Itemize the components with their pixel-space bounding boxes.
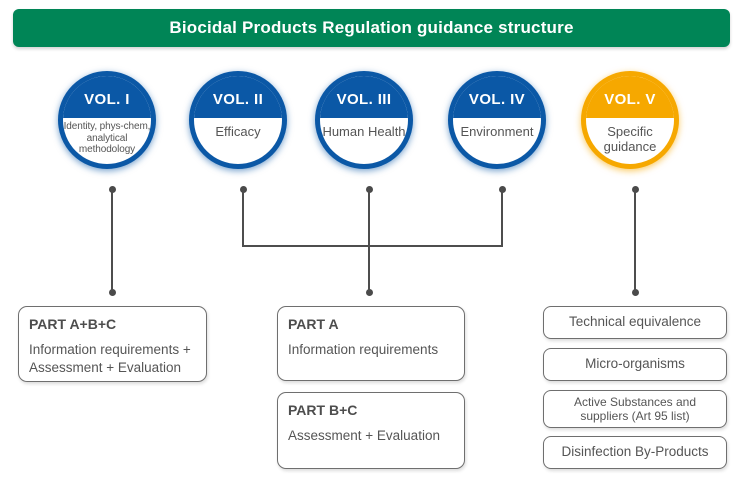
volume-label: VOL. I [84, 90, 130, 108]
connector-line-vol3 [368, 189, 370, 291]
volume-circle-top: VOL. I [63, 76, 151, 119]
part-bc-title: PART B+C [288, 402, 358, 418]
guidance-box-label: Micro-organisms [585, 356, 685, 372]
header-banner: Biocidal Products Regulation guidance st… [13, 9, 730, 47]
connector-line-vol4 [501, 189, 503, 247]
volume-sublabel: Identity, phys-chem, analytical methodol… [63, 121, 151, 156]
part-abc-title: PART A+B+C [29, 316, 117, 332]
volume-circle-vol-5: VOL. V Specific guidance [581, 71, 679, 169]
volume-label: VOL. V [604, 90, 656, 108]
part-abc-body: Information requirements + Assessment + … [29, 342, 191, 375]
volume-circle-top: VOL. III [320, 76, 408, 119]
volume-label: VOL. IV [468, 90, 526, 108]
part-a-title: PART A [288, 316, 339, 332]
part-a-body: Information requirements [288, 342, 439, 357]
volume-sublabel: Efficacy [215, 124, 261, 140]
guidance-box-micro-organisms: Micro-organisms [543, 348, 727, 381]
guidance-box-active-substances: Active Substances and suppliers (Art 95 … [543, 390, 727, 428]
guidance-box-technical-equivalence: Technical equivalence [543, 306, 727, 339]
volume-sublabel-area: Efficacy [194, 118, 282, 164]
volume-label: VOL. III [336, 90, 392, 108]
guidance-box-label: Technical equivalence [568, 314, 702, 330]
guidance-box-label: Active Substances and suppliers (Art 95 … [573, 394, 697, 423]
volume-sublabel: Human Health [322, 124, 406, 140]
connector-dot-vol3-bottom [365, 288, 373, 296]
guidance-box-disinfection-by-products: Disinfection By-Products [543, 436, 727, 469]
volume-sublabel: Specific guidance [603, 124, 657, 155]
connector-line-vol2 [242, 189, 244, 247]
volume-circle-top: VOL. V [586, 76, 674, 119]
page-title: Biocidal Products Regulation guidance st… [169, 18, 574, 37]
part-bc-body: Assessment + Evaluation [288, 428, 440, 443]
connector-dot-vol5-bottom [631, 288, 639, 296]
volume-sublabel-area: Environment [453, 118, 541, 164]
volume-sublabel: Environment [460, 124, 534, 140]
volume-sublabel-area: Identity, phys-chem, analytical methodol… [63, 118, 151, 164]
volume-sublabel-area: Specific guidance [586, 118, 674, 164]
connector-line-vol2-vol4-bridge [242, 245, 503, 247]
part-abc-box: PART A+B+C Information requirements + As… [18, 306, 207, 382]
part-bc-box: PART B+C Assessment + Evaluation [277, 392, 465, 469]
connector-line-vol1 [111, 189, 113, 291]
volume-sublabel-area: Human Health [320, 118, 408, 164]
volume-label: VOL. II [212, 90, 264, 108]
volume-circle-vol-1: VOL. I Identity, phys-chem, analytical m… [58, 71, 156, 169]
guidance-box-label: Disinfection By-Products [561, 444, 709, 460]
volume-circle-top: VOL. IV [453, 76, 541, 119]
volume-circle-vol-4: VOL. IV Environment [448, 71, 546, 169]
connector-dot-vol1-bottom [108, 288, 116, 296]
part-a-box: PART A Information requirements [277, 306, 465, 381]
volume-circle-vol-2: VOL. II Efficacy [189, 71, 287, 169]
connector-line-vol5 [634, 189, 636, 291]
volume-circle-vol-3: VOL. III Human Health [315, 71, 413, 169]
volume-circle-top: VOL. II [194, 76, 282, 119]
